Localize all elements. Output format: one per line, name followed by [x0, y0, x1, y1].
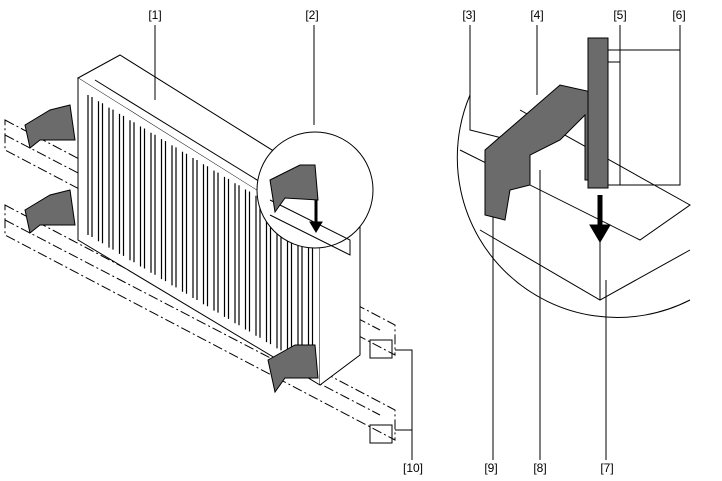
- fin: [150, 132, 156, 275]
- callout-1: [1]: [148, 8, 162, 22]
- fin: [202, 164, 209, 307]
- fin: [97, 101, 104, 244]
- callout-5: [5]: [613, 8, 627, 22]
- fin: [108, 107, 114, 250]
- fin: [87, 95, 93, 237]
- detail-bracket: [484, 84, 606, 221]
- callout-4: [4]: [530, 8, 544, 22]
- callout-10: [10]: [402, 461, 424, 475]
- callout-3: [3]: [462, 8, 476, 22]
- brackets: [24, 37, 609, 394]
- fin: [129, 120, 135, 263]
- callout-8: [8]: [533, 461, 547, 475]
- fin: [171, 145, 177, 288]
- callout-6: [6]: [672, 8, 686, 22]
- fin: [139, 126, 146, 269]
- fin: [181, 151, 188, 294]
- lower-rail-end: [369, 424, 393, 444]
- fin: [244, 189, 251, 332]
- fin: [234, 183, 240, 326]
- fin: [160, 139, 167, 282]
- fin: [255, 195, 261, 338]
- fin: [118, 113, 125, 256]
- detail-arc: [456, 94, 691, 318]
- upper-rail-end: [369, 339, 393, 359]
- fin: [213, 170, 219, 313]
- fin: [192, 158, 198, 300]
- callout-2: [2]: [305, 8, 319, 22]
- leader-lines: [154, 25, 681, 460]
- callout-7: [7]: [600, 461, 614, 475]
- callout-9: [9]: [484, 461, 498, 475]
- fin: [223, 176, 230, 319]
